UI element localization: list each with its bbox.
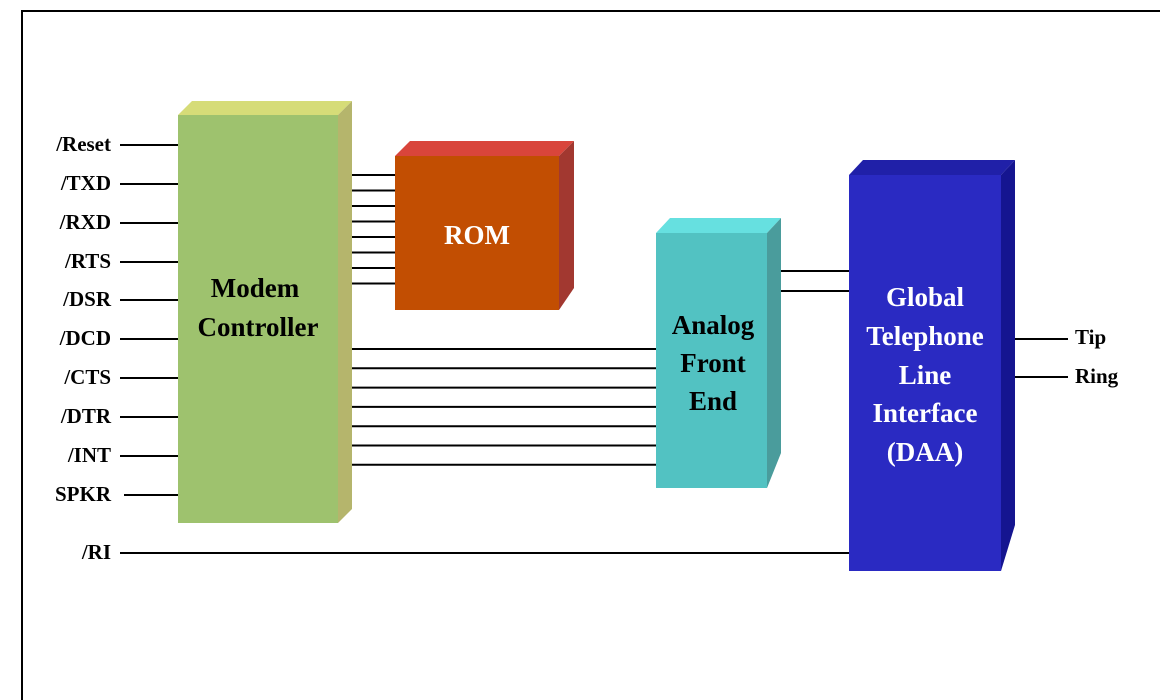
rom-label: ROM xyxy=(444,220,510,250)
modem-controller-front-face xyxy=(178,115,338,523)
signal-label: /DTR xyxy=(60,404,112,428)
signal-rxd: /RXD xyxy=(59,210,178,234)
signal-label: /Reset xyxy=(55,132,111,156)
signal-ri: /RI xyxy=(81,540,849,564)
rom-block: ROM xyxy=(395,141,574,310)
signal-label: SPKR xyxy=(55,482,112,506)
daa-label-line-1: Global xyxy=(886,282,965,312)
signal-label: /INT xyxy=(67,443,111,467)
signal-int: /INT xyxy=(67,443,178,467)
controller-to-rom-bus xyxy=(352,174,395,285)
signal-tip: Tip xyxy=(1015,325,1106,349)
afe-to-daa-bus xyxy=(781,270,849,292)
signal-label: /RTS xyxy=(64,249,111,273)
signal-label: /DCD xyxy=(59,326,111,350)
signal-txd: /TXD xyxy=(60,171,178,195)
modem-controller-block: Modem Controller xyxy=(178,101,352,523)
daa-top-face xyxy=(849,160,1015,175)
daa-side-face xyxy=(1001,160,1015,571)
daa-front-face xyxy=(849,175,1001,571)
modem-controller-top-face xyxy=(178,101,352,115)
signal-reset: /Reset xyxy=(55,132,178,156)
rom-front-face xyxy=(395,156,559,310)
signal-ring: Ring xyxy=(1015,364,1119,388)
signal-label: Ring xyxy=(1075,364,1119,388)
analog-front-end-side-face xyxy=(767,218,781,488)
diagram-frame xyxy=(21,10,1160,700)
modem-controller-label-line-2: Controller xyxy=(198,312,319,342)
analog-front-end-front-face xyxy=(656,233,767,488)
daa-label-line-3: Line xyxy=(899,360,952,390)
signal-spkr: SPKR xyxy=(55,482,178,506)
signal-label: /RI xyxy=(81,540,111,564)
analog-front-end-label-line-1: Analog xyxy=(672,310,755,340)
controller-to-afe-bus xyxy=(352,348,656,466)
analog-front-end-label-line-2: Front xyxy=(680,348,746,378)
signal-cts: /CTS xyxy=(63,365,178,389)
signal-label: /CTS xyxy=(63,365,111,389)
modem-controller-side-face xyxy=(338,101,352,523)
signal-dtr: /DTR xyxy=(60,404,178,428)
rom-top-face xyxy=(395,141,574,156)
left-signal-group: /Reset /TXD /RXD /RTS /DSR /DCD /CTS /D xyxy=(55,132,178,506)
daa-label-line-4: Interface xyxy=(873,398,978,428)
right-signal-group: Tip Ring xyxy=(1015,325,1119,388)
signal-label: /TXD xyxy=(60,171,111,195)
signal-label: /DSR xyxy=(62,287,112,311)
daa-block: Global Telephone Line Interface (DAA) xyxy=(849,160,1015,571)
daa-label-line-5: (DAA) xyxy=(887,437,963,467)
rom-side-face xyxy=(559,141,574,310)
signal-rts: /RTS xyxy=(64,249,178,273)
analog-front-end-top-face xyxy=(656,218,781,233)
analog-front-end-block: Analog Front End xyxy=(656,218,781,488)
signal-label: Tip xyxy=(1075,325,1106,349)
modem-controller-label-line-1: Modem xyxy=(211,273,300,303)
signal-dsr: /DSR xyxy=(62,287,178,311)
analog-front-end-label-line-3: End xyxy=(689,386,737,416)
daa-label-line-2: Telephone xyxy=(866,321,984,351)
signal-dcd: /DCD xyxy=(59,326,178,350)
signal-label: /RXD xyxy=(59,210,111,234)
